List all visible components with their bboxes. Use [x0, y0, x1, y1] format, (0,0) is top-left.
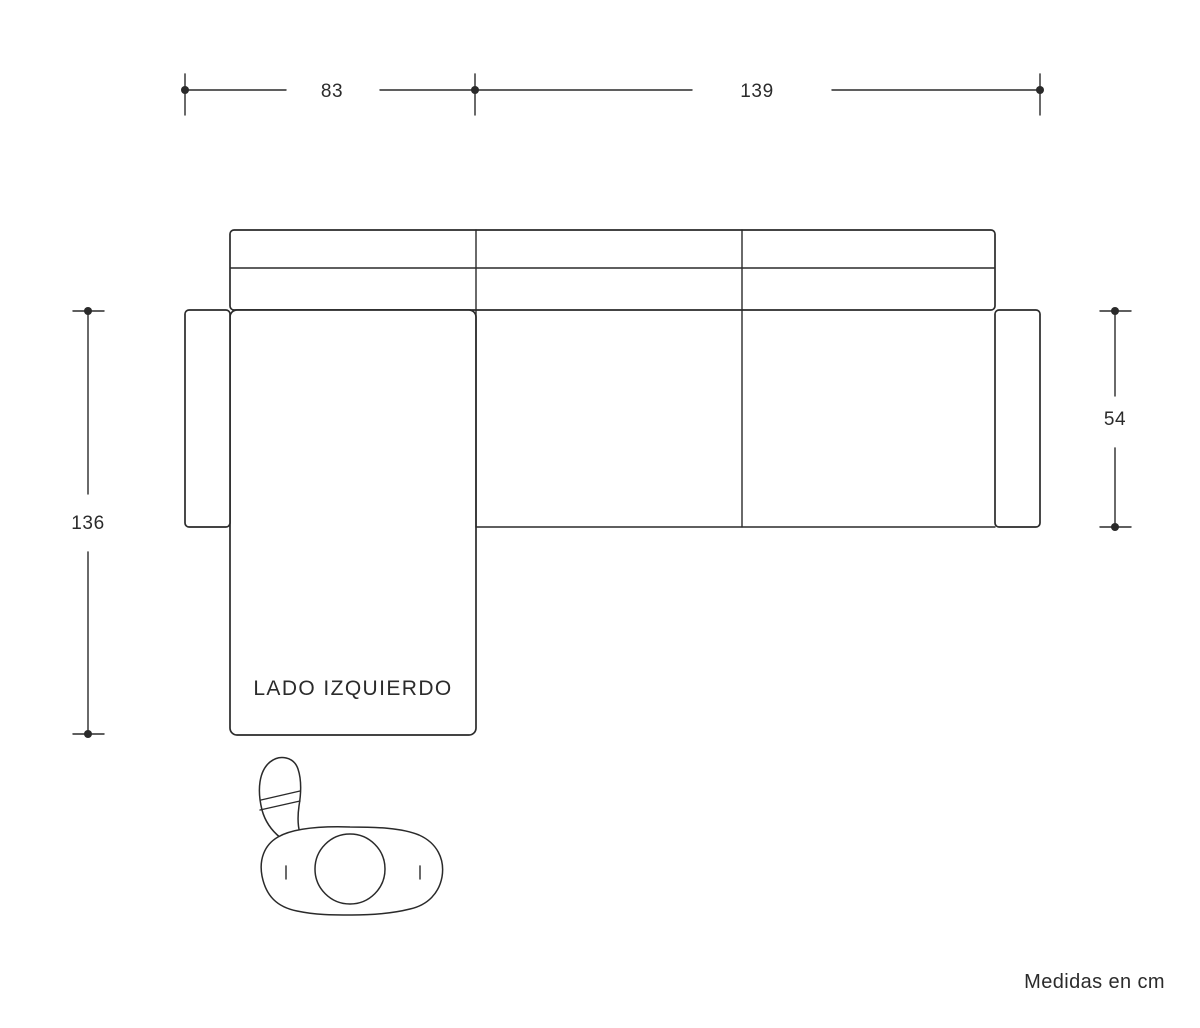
dimension-left-label: 136 [71, 513, 105, 534]
units-note: Medidas en cm [1024, 971, 1165, 993]
dimension-endpoint-dot [181, 86, 189, 94]
sofa-right-armrest [994, 309, 1041, 528]
seated-person-figure [258, 756, 444, 916]
dimension-endpoint-dot [1111, 307, 1119, 315]
dimension-endpoint-dot [84, 307, 92, 315]
dimension-endpoint-dot [1111, 523, 1119, 531]
chaise-orientation-label: LADO IZQUIERDO [253, 677, 452, 700]
dimension-right-label: 54 [1104, 409, 1126, 430]
person-wrist-band [260, 790, 301, 801]
dimension-top-left: 83 [181, 73, 479, 116]
person-head [314, 833, 386, 905]
dimension-right: 54 [1099, 307, 1132, 531]
sofa-chaise [229, 309, 477, 736]
dimension-endpoint-dot [1036, 86, 1044, 94]
dimension-left: 136 [71, 307, 105, 738]
dimension-top-left-label: 83 [321, 81, 343, 102]
dimension-top-right-label: 139 [740, 81, 774, 102]
sofa-left-armrest [184, 309, 231, 528]
sofa-backrest [229, 229, 996, 311]
dimension-top-right: 139 [474, 73, 1044, 116]
sofa-top-view: LADO IZQUIERDO [184, 229, 1041, 736]
dimension-endpoint-dot [84, 730, 92, 738]
person-wrist-band [259, 800, 301, 811]
